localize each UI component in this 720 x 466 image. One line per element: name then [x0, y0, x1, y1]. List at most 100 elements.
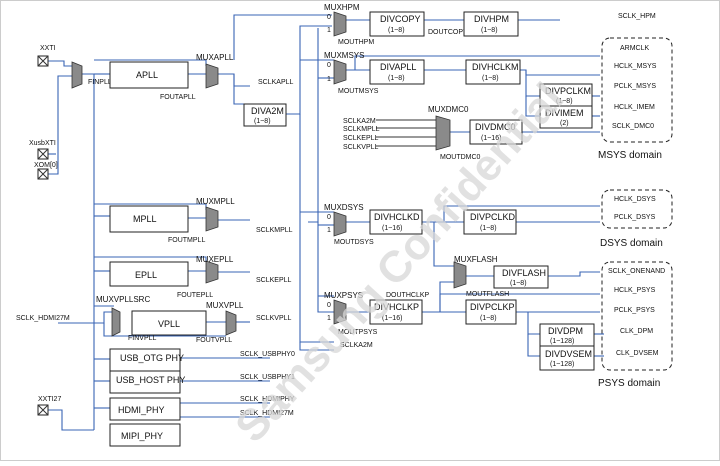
- mpll-label: MPLL: [133, 214, 157, 224]
- sclk-epll-label: SCLKEPLL: [256, 277, 292, 284]
- mux-apll-icon: [205, 63, 219, 89]
- mux-epll-label: MUXEPLL: [196, 255, 234, 264]
- div-pclkd-block: [463, 209, 517, 235]
- div-pclkd-name: DIVPCLKD: [470, 212, 516, 222]
- fout-vpll-label: FOUTVPLL: [196, 337, 232, 344]
- sclk-hdmi27m-label: SCLK_HDMI27M: [240, 410, 294, 417]
- div-pclkd-range: (1~8): [480, 225, 497, 232]
- div-a2m-range: (1~8): [254, 118, 271, 125]
- div-hclkm-name: DIVHCLKM: [472, 62, 519, 72]
- out-pclk-psys: PCLK_PSYS: [614, 307, 655, 314]
- fin-vpll-label: FINVPLL: [128, 335, 157, 342]
- sclk-hdmiphy-label: SCLK_HDMIPHY: [240, 396, 295, 403]
- div-hpm-name: DIVHPM: [474, 14, 509, 24]
- hdmi-phy-block: [109, 397, 181, 421]
- div-hclkp-block: [369, 299, 423, 325]
- mux-msys-icon: [333, 59, 347, 85]
- sclk-usbphy1-label: SCLK_USBPHY1: [240, 374, 295, 381]
- usb-otg-phy-label: USB_OTG PHY: [120, 353, 184, 363]
- div-copy-range: (1~8): [388, 27, 405, 34]
- wire-layer: [48, 14, 604, 431]
- div-a2m-block: [243, 103, 287, 127]
- pad-xxti: [37, 55, 49, 67]
- psys-domain-box: [601, 261, 673, 371]
- mux-vpll-icon: [225, 310, 237, 336]
- mux-psys-label: MUXPSYS: [324, 291, 363, 300]
- div-copy-name: DIVCOPY: [380, 14, 421, 24]
- out-clk-dpm: CLK_DPM: [620, 328, 653, 335]
- xom0-label: XOM[0]: [34, 162, 58, 169]
- sclk-a2m-label: SCLKA2M: [340, 342, 373, 349]
- div-pclkm-range: (1~8): [556, 98, 573, 105]
- xxti27-label: XXTI27: [38, 396, 61, 403]
- mout-dmc0-label: MOUTDMC0: [440, 154, 481, 161]
- div-a2m-name: DIVA2M: [251, 106, 284, 116]
- mipi-phy-block: [109, 423, 181, 447]
- mux-flash-icon: [453, 261, 467, 289]
- div-flash-name: DIVFLASH: [502, 268, 546, 278]
- dmc-in-a2m: SCLKA2M: [343, 118, 376, 125]
- mux-mpll-icon: [205, 206, 219, 232]
- div-flash-block: [493, 265, 549, 289]
- mux-psys-in0: 0: [327, 302, 331, 309]
- usb-host-phy-label: USB_HOST PHY: [116, 375, 185, 385]
- div-hclkp-range: (1~16): [382, 315, 402, 322]
- div-apll-block: [369, 59, 425, 85]
- apll-label: APLL: [136, 70, 158, 80]
- mpll-block: [109, 205, 189, 233]
- out-pclk-dsys: PCLK_DSYS: [614, 214, 656, 221]
- div-hclkp-name: DIVHCLKP: [374, 302, 419, 312]
- mux-hpm-label: MUXHPM: [324, 3, 360, 12]
- div-hclkd-block: [369, 209, 423, 235]
- epll-label: EPLL: [135, 270, 157, 280]
- mout-msys-label: MOUTMSYS: [338, 88, 379, 95]
- xxti-label: XXTI: [40, 45, 56, 52]
- pad-xxti27: [37, 404, 49, 416]
- mux-psys-icon: [333, 299, 347, 325]
- out-armclk: ARMCLK: [620, 45, 650, 52]
- msys-domain-label: MSYS domain: [598, 150, 662, 161]
- out-hclk-imem: HCLK_IMEM: [614, 104, 655, 111]
- sclk-mpll-label: SCLKMPLL: [256, 227, 293, 234]
- usb-host-phy-block: [109, 370, 181, 394]
- mipi-phy-label: MIPI_PHY: [121, 431, 163, 441]
- psys-domain-label: PSYS domain: [598, 378, 660, 389]
- hdmi-phy-label: HDMI_PHY: [118, 405, 165, 415]
- div-imem-block: [539, 105, 593, 129]
- div-apll-name: DIVAPLL: [380, 62, 416, 72]
- div-imem-name: DIVIMEM: [545, 108, 584, 118]
- div-hclkm-block: [465, 59, 521, 85]
- div-dpm-range: (1~128): [550, 338, 574, 345]
- pad-xusbxti: [37, 148, 49, 160]
- dsys-domain-label: DSYS domain: [600, 238, 663, 249]
- mux-dmc0-icon: [435, 115, 451, 151]
- out-hclk-dsys: HCLK_DSYS: [614, 196, 656, 203]
- vpll-label: VPLL: [158, 319, 180, 329]
- mux-msys-in1: 1: [327, 76, 331, 83]
- out-sclk-hpm: SCLK_HPM: [618, 13, 656, 20]
- mux-dsys-in0: 0: [327, 214, 331, 221]
- mux-apll-label: MUXAPLL: [196, 53, 234, 62]
- mout-dsys-label: MOUTDSYS: [334, 239, 374, 246]
- div-pclkp-name: DIVPCLKP: [470, 302, 515, 312]
- div-pclkp-range: (1~8): [480, 315, 497, 322]
- mux-dsys-in1: 1: [327, 227, 331, 234]
- mux-msys-label: MUXMSYS: [324, 51, 364, 60]
- mout-psys-label: MOUTPSYS: [338, 329, 378, 336]
- div-hclkd-range: (1~16): [382, 225, 402, 232]
- finpll-label: FINPLL: [88, 79, 112, 86]
- div-flash-range: (1~8): [510, 280, 527, 287]
- pad-xom0: [37, 168, 49, 180]
- dmc-in-mpll: SCLKMPLL: [343, 126, 380, 133]
- apll-block: [109, 61, 189, 89]
- mux-mpll-label: MUXMPLL: [196, 197, 235, 206]
- div-apll-range: (1~8): [388, 75, 405, 82]
- mux-hpm-icon: [333, 11, 347, 37]
- out-sclk-onenand: SCLK_ONENAND: [608, 268, 665, 275]
- xusbxti-label: XusbXTI: [29, 140, 56, 147]
- sclk-usbphy0-label: SCLK_USBPHY0: [240, 351, 295, 358]
- epll-block: [109, 261, 189, 287]
- mux-vpllsrc-icon: [111, 307, 121, 337]
- div-dmc0-block: [469, 119, 523, 145]
